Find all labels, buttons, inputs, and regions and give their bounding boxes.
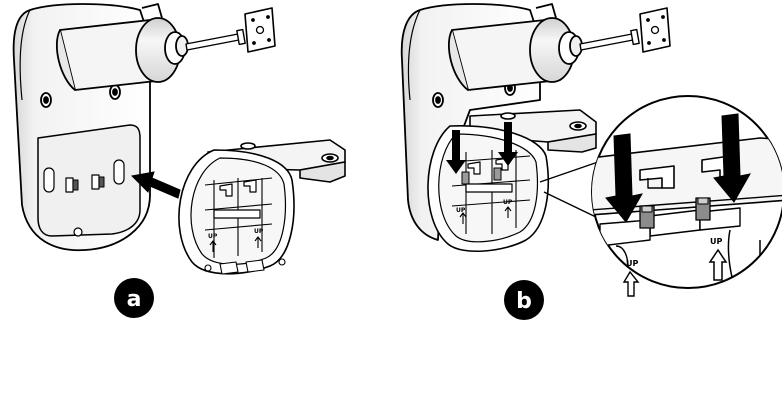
badge-a bbox=[114, 278, 154, 318]
down-arrow-icon-small-1 bbox=[446, 130, 466, 174]
label-b: b bbox=[516, 289, 532, 314]
up-arrow-icon-2 bbox=[708, 248, 728, 281]
down-arrow-icon-2 bbox=[713, 113, 751, 203]
up-arrow-icon-1 bbox=[622, 270, 640, 297]
up-mark-a2: UP bbox=[254, 228, 264, 235]
label-a: a bbox=[127, 287, 142, 312]
panel-b: UP UP bbox=[400, 3, 782, 320]
bracket-a bbox=[178, 139, 346, 275]
device-head-b bbox=[448, 3, 671, 91]
push-arrow-icon bbox=[130, 171, 181, 199]
zoom-callout-lines bbox=[539, 161, 599, 219]
up-mark-b1: UP bbox=[456, 207, 466, 214]
up-mark-a1: UP bbox=[208, 233, 218, 240]
down-arrow-icon-1 bbox=[605, 133, 643, 223]
zoom-up-mark-2: UP bbox=[710, 237, 722, 246]
zoom-up-mark-1: UP bbox=[626, 259, 638, 268]
device-head-a bbox=[56, 3, 276, 91]
bracket-b bbox=[427, 109, 597, 253]
down-arrow-icon-small-2 bbox=[498, 122, 518, 166]
badge-b bbox=[504, 280, 544, 320]
up-mark-b2: UP bbox=[503, 199, 513, 206]
panel-a: UP UP a bbox=[12, 3, 346, 318]
zoom-detail: UP UP bbox=[591, 95, 782, 297]
